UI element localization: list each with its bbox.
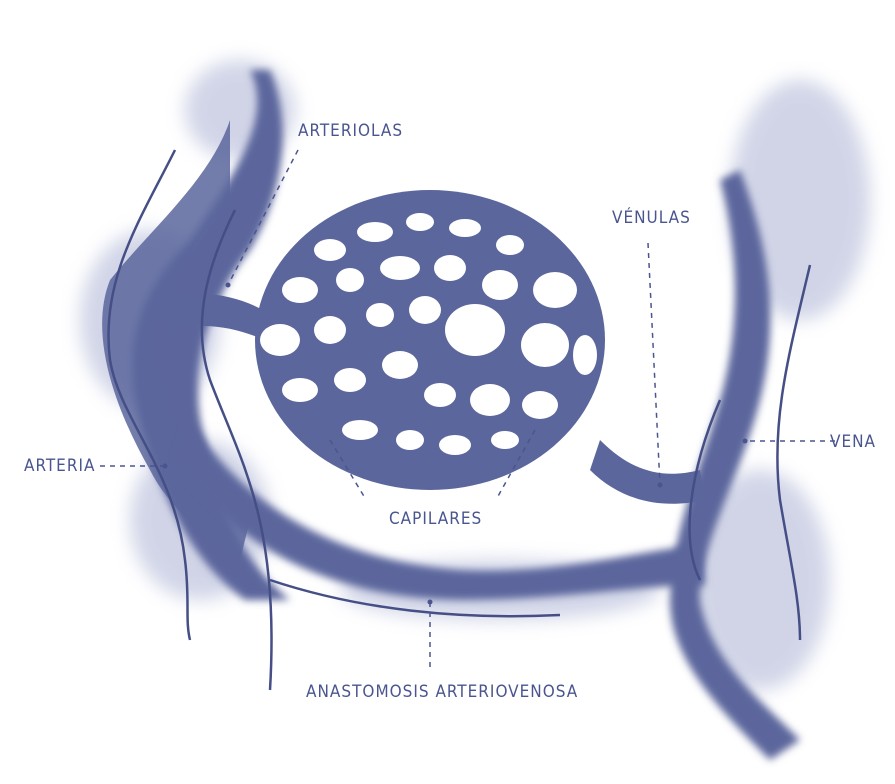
label-vena: VENA <box>830 432 876 452</box>
leader-venulas <box>648 243 660 485</box>
capillary-network <box>255 190 605 490</box>
label-arteria: ARTERIA <box>24 456 95 476</box>
venule-vessel <box>590 440 705 504</box>
label-venulas: VÉNULAS <box>612 208 691 228</box>
label-arteriolas: ARTERIOLAS <box>298 121 403 141</box>
label-capilares: CAPILARES <box>389 509 482 529</box>
label-anastomosis: ANASTOMOSIS ARTERIOVENOSA <box>306 682 578 702</box>
